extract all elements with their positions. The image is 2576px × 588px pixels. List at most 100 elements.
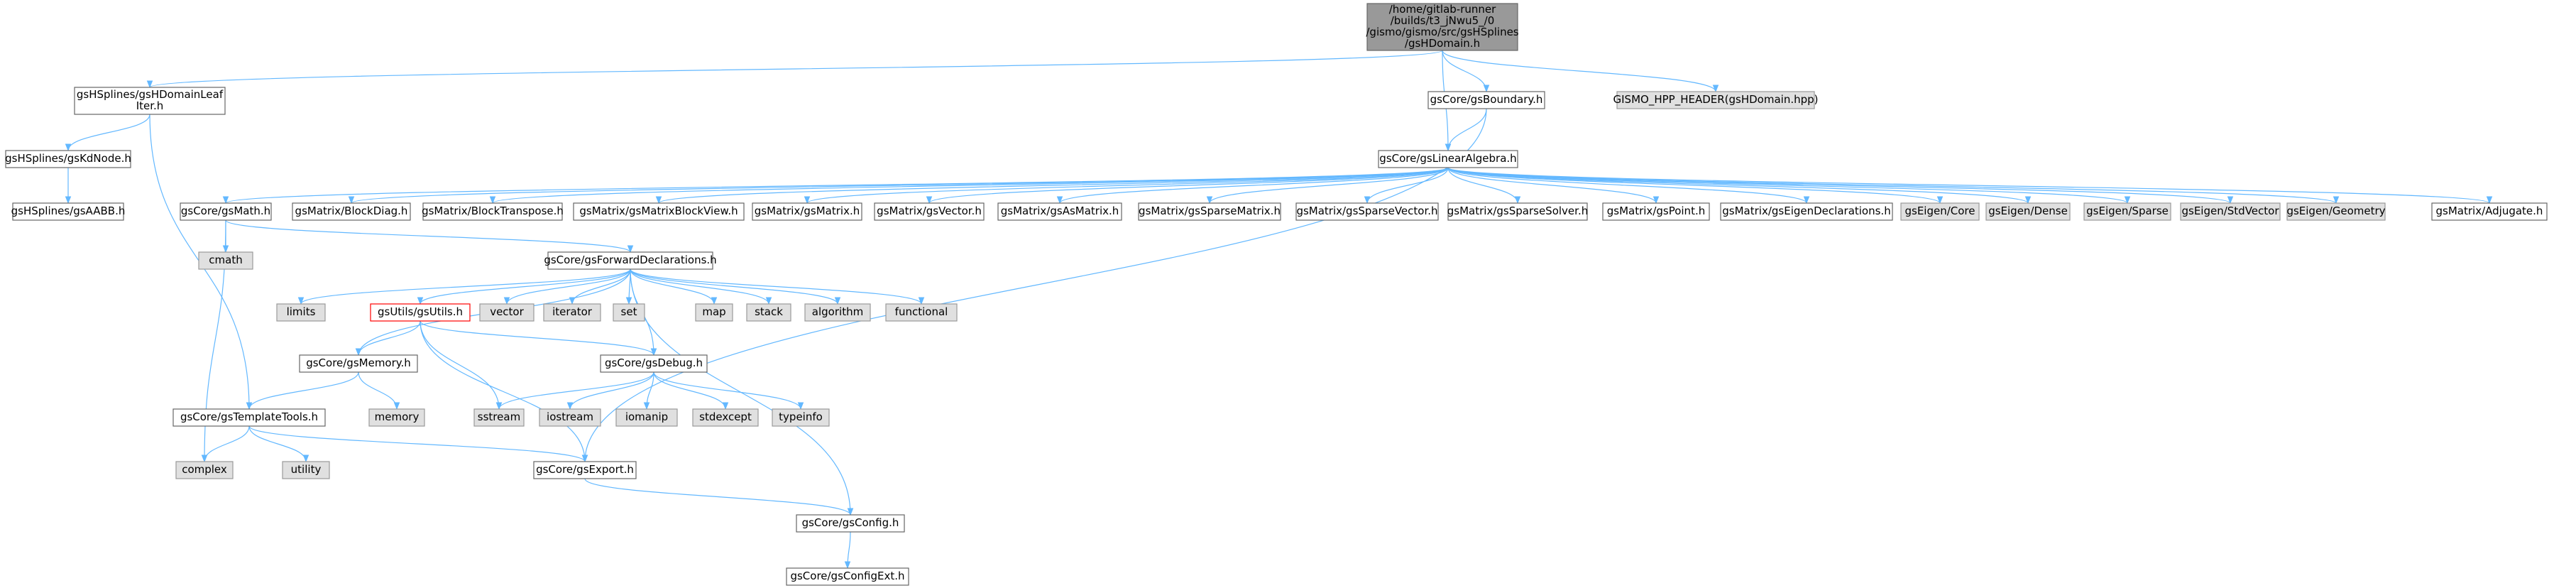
node-blockdiag[interactable]: gsMatrix/BlockDiag.h <box>292 202 411 221</box>
node-box <box>2286 202 2386 221</box>
edge-gsutils-to-gsmemory <box>355 320 421 356</box>
node-label: gsCore/gsMath.h <box>181 205 270 217</box>
node-eigensparse[interactable]: gsEigen/Sparse <box>2083 202 2171 221</box>
node-fwddecl[interactable]: gsCore/gsForwardDeclarations.h <box>544 251 717 270</box>
node-label: gsUtils/gsUtils.h <box>378 305 463 318</box>
node-sparsematrix[interactable]: gsMatrix/gsSparseMatrix.h <box>1138 202 1281 221</box>
node-box <box>613 303 645 322</box>
node-gspoint[interactable]: gsMatrix/gsPoint.h <box>1602 202 1710 221</box>
node-functional[interactable]: functional <box>885 303 958 322</box>
node-box <box>74 87 226 115</box>
node-stack[interactable]: stack <box>746 303 791 322</box>
node-box <box>786 567 909 586</box>
node-label: limits <box>287 305 316 318</box>
node-label: gsMatrix/gsAsMatrix.h <box>1001 205 1119 217</box>
edge-linalg-to-blocktranspose <box>490 167 1449 205</box>
node-label: gsCore/gsForwardDeclarations.h <box>544 254 716 266</box>
node-complex[interactable]: complex <box>175 461 234 479</box>
node-box <box>997 202 1122 221</box>
node-sparsesolver[interactable]: gsMatrix/gsSparseSolver.h <box>1447 202 1588 221</box>
node-box <box>180 202 272 221</box>
node-box <box>796 514 905 533</box>
node-box <box>746 303 791 322</box>
node-label: iostream <box>547 410 593 423</box>
node-cmath[interactable]: cmath <box>198 251 253 270</box>
node-memory[interactable]: memory <box>368 408 425 427</box>
node-box <box>473 408 525 427</box>
node-eigencore[interactable]: gsEigen/Core <box>1900 202 1980 221</box>
node-box <box>1985 202 2071 221</box>
node-box <box>5 150 131 168</box>
edge-gsmath-to-fwddecl <box>225 219 634 254</box>
node-label: gsEigen/Geometry <box>2286 205 2385 217</box>
node-kdnode[interactable]: gsHSplines/gsKdNode.h <box>5 150 131 168</box>
node-templatetools[interactable]: gsCore/gsTemplateTools.h <box>172 408 326 427</box>
node-eigendense[interactable]: gsEigen/Dense <box>1985 202 2071 221</box>
node-set[interactable]: set <box>613 303 645 322</box>
node-limits[interactable]: limits <box>276 303 326 322</box>
edge-linalg-to-sparsematrix <box>1206 167 1449 205</box>
node-stdexcept[interactable]: stdexcept <box>692 408 759 427</box>
node-aabb[interactable]: gsHSplines/gsAABB.h <box>11 202 126 221</box>
node-gsexport[interactable]: gsCore/gsExport.h <box>533 461 637 479</box>
node-label: /home/gitlab-runner <box>1389 3 1496 16</box>
node-gsmath[interactable]: gsCore/gsMath.h <box>180 202 272 221</box>
node-label: /builds/t3_jNwu5_/0 <box>1391 14 1495 28</box>
node-boundary[interactable]: gsCore/gsBoundary.h <box>1427 91 1545 109</box>
node-label: gsMatrix/Adjugate.h <box>2436 205 2543 217</box>
node-gsconfig[interactable]: gsCore/gsConfig.h <box>796 514 905 533</box>
node-map[interactable]: map <box>695 303 733 322</box>
edge-boundary-to-linalg <box>1445 108 1487 152</box>
node-gismo_hpp[interactable]: GISMO_HPP_HEADER(gsHDomain.hpp) <box>1613 91 1819 109</box>
edge-templatetools-to-utility <box>248 425 309 463</box>
node-label: sstream <box>478 410 520 423</box>
node-gsconfigext[interactable]: gsCore/gsConfigExt.h <box>786 567 909 586</box>
node-gsmatrix[interactable]: gsMatrix/gsMatrix.h <box>752 202 862 221</box>
edge-fwddecl-to-gsutils <box>417 268 631 305</box>
node-box <box>292 202 411 221</box>
node-iterator[interactable]: iterator <box>543 303 601 322</box>
node-box <box>600 354 708 373</box>
node-iomanip[interactable]: iomanip <box>615 408 678 427</box>
node-box <box>1295 202 1439 221</box>
node-asmatrix[interactable]: gsMatrix/gsAsMatrix.h <box>997 202 1122 221</box>
edge-linalg-to-eigensparse <box>1447 167 2130 205</box>
node-box <box>368 408 425 427</box>
node-box <box>692 408 759 427</box>
node-box <box>422 202 563 221</box>
node-matblockview[interactable]: gsMatrix/gsMatrixBlockView.h <box>573 202 745 221</box>
node-utility[interactable]: utility <box>282 461 330 479</box>
node-blocktranspose[interactable]: gsMatrix/BlockTranspose.h <box>422 202 564 221</box>
node-gsmemory[interactable]: gsCore/gsMemory.h <box>299 354 418 373</box>
node-typeinfo[interactable]: typeinfo <box>772 408 830 427</box>
node-vector[interactable]: vector <box>479 303 535 322</box>
node-eigendecl[interactable]: gsMatrix/gsEigenDeclarations.h <box>1720 202 1893 221</box>
edge-gsutils-to-sstream <box>420 320 503 410</box>
node-eigengeometry[interactable]: gsEigen/Geometry <box>2286 202 2386 221</box>
node-box <box>885 303 958 322</box>
node-box <box>172 408 326 427</box>
edge-gsutils-to-gsdebug <box>420 320 657 356</box>
node-gsdebug[interactable]: gsCore/gsDebug.h <box>600 354 708 373</box>
node-label: gsEigen/Sparse <box>2086 205 2169 217</box>
node-algorithm[interactable]: algorithm <box>804 303 871 322</box>
edge-root-to-hdomainleaf <box>147 50 1443 89</box>
edge-gsmemory-to-memory <box>358 371 400 410</box>
node-label: gsHSplines/gsHDomainLeaf <box>77 88 224 101</box>
node-label: set <box>621 305 637 318</box>
node-gsvector[interactable]: gsMatrix/gsVector.h <box>874 202 985 221</box>
edge-linalg-to-asmatrix <box>1056 167 1449 205</box>
node-linalg[interactable]: gsCore/gsLinearAlgebra.h <box>1378 150 1518 168</box>
node-root[interactable]: /home/gitlab-runner/builds/t3_jNwu5_/0/g… <box>1366 3 1519 51</box>
edge-templatetools-to-complex <box>201 425 250 463</box>
edge-gsdebug-to-iostream <box>566 371 654 410</box>
node-sparsevector[interactable]: gsMatrix/gsSparseVector.h <box>1295 202 1439 221</box>
node-adjugate[interactable]: gsMatrix/Adjugate.h <box>2431 202 2548 221</box>
edge-fwddecl-to-map <box>630 268 718 305</box>
edge-fwddecl-to-algorithm <box>630 268 841 305</box>
node-eigenstdvector[interactable]: gsEigen/StdVector <box>2180 202 2281 221</box>
node-iostream[interactable]: iostream <box>539 408 601 427</box>
node-sstream[interactable]: sstream <box>473 408 525 427</box>
node-gsutils[interactable]: gsUtils/gsUtils.h <box>370 303 471 322</box>
